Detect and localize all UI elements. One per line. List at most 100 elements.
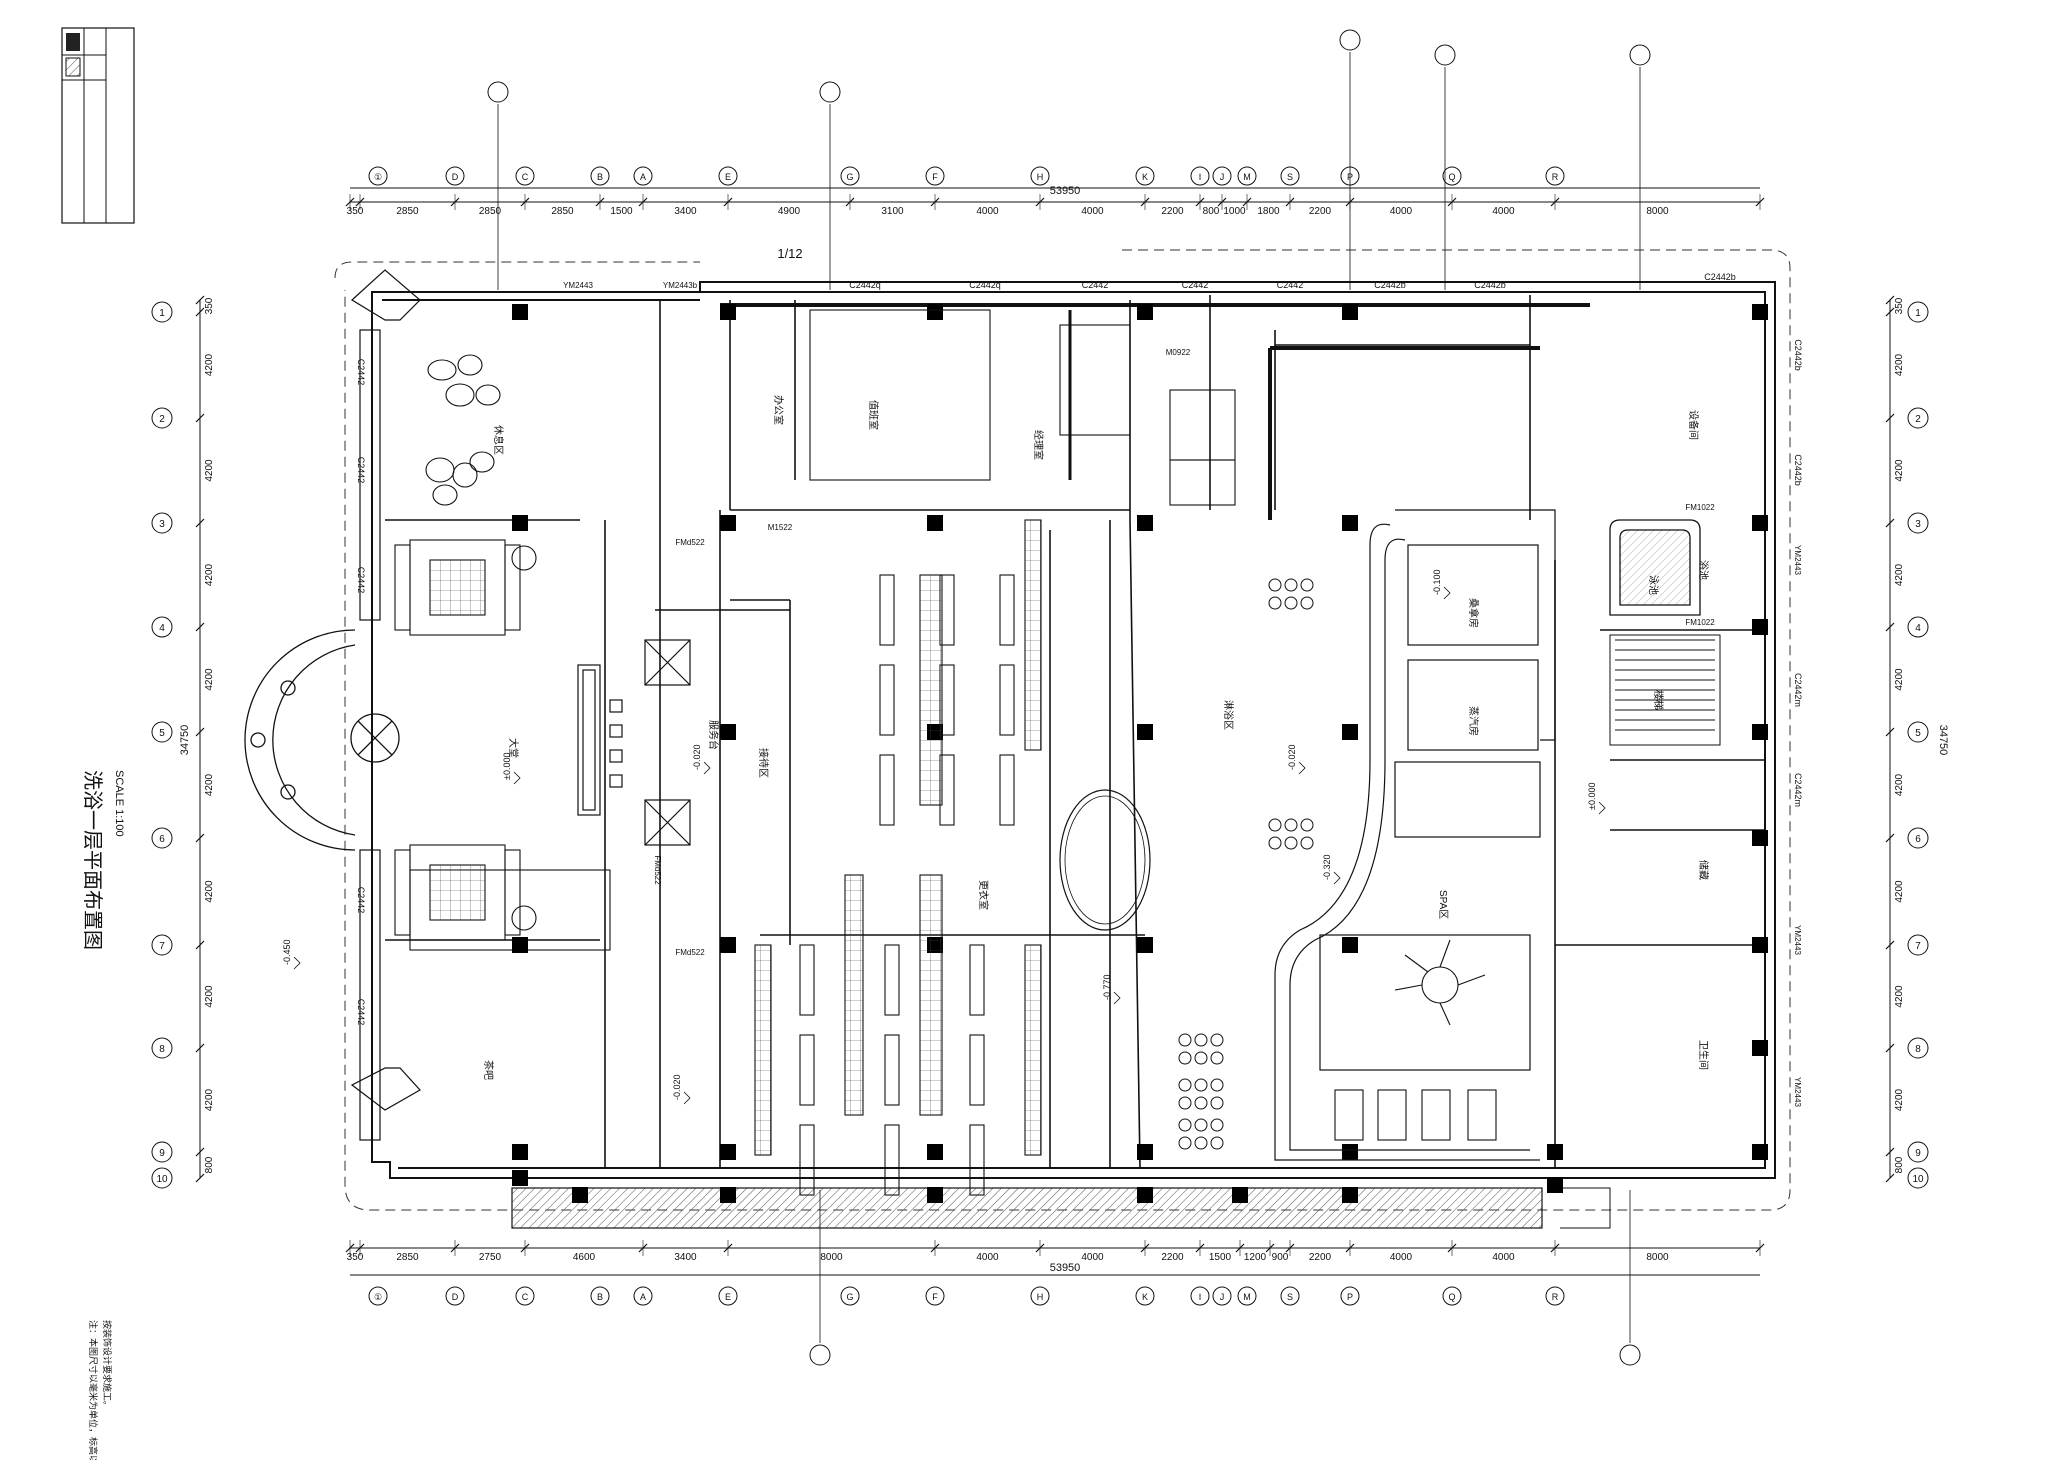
column (1752, 830, 1768, 846)
dimension-label: 4200 (1894, 985, 1905, 1008)
shower-head (1210, 1051, 1224, 1065)
axis-bubble-left (151, 934, 173, 956)
window-tag: C2442m (1793, 773, 1803, 807)
elevation-symbol (1298, 761, 1306, 775)
shower-head (1284, 578, 1298, 592)
axis-label-top: R (1552, 172, 1559, 182)
locker-bank (999, 574, 1015, 646)
axis-bubble-bottom (1135, 1286, 1155, 1306)
window-tag: C2442 (1277, 280, 1304, 290)
door-tag: YM2443 (1793, 1077, 1802, 1107)
room-office: 办公室 (772, 395, 785, 425)
axis-label-left: 9 (159, 1148, 165, 1159)
door-tag: M0922 (1166, 348, 1191, 357)
dimension-label: 4200 (1894, 353, 1905, 376)
axis-label-bottom: G (846, 1292, 853, 1302)
column (1137, 1187, 1153, 1203)
axis-label-bottom: M (1243, 1292, 1251, 1302)
elevation-symbol (1598, 801, 1606, 815)
locker-bank (969, 1124, 985, 1196)
column (512, 937, 528, 953)
door-tag: YM2443 (1793, 925, 1802, 955)
shower-head (1194, 1118, 1208, 1132)
dimension-tick (195, 1043, 205, 1053)
axis-label-right: 4 (1915, 623, 1921, 634)
detail-bubble (487, 81, 509, 103)
door-tag: FMd522 (653, 855, 662, 885)
window-tag: C2442 (356, 999, 366, 1026)
dimension-tick (1885, 1147, 1895, 1157)
sofa-set-top (394, 539, 537, 636)
axis-bubble-top (1280, 166, 1300, 186)
column (1342, 724, 1358, 740)
room-lounge: 休息区 (492, 425, 505, 455)
locker-bank (799, 1034, 815, 1106)
dimension-label: 4200 (204, 773, 215, 796)
dimension-label: 4200 (1894, 880, 1905, 903)
column (512, 304, 528, 320)
axis-label-right: 7 (1915, 941, 1921, 952)
dimension-label: 4600 (573, 1252, 596, 1263)
dimension-label: 4200 (1894, 563, 1905, 586)
dimension-label: 2850 (396, 206, 419, 217)
axis-label-right: 2 (1915, 414, 1921, 425)
lattice-panel (754, 944, 772, 1156)
axis-label-left: 3 (159, 519, 165, 530)
detail-bubble (1629, 44, 1651, 66)
dimension-label: 2200 (1161, 1252, 1184, 1263)
column (1137, 937, 1153, 953)
axis-bubble-right (1907, 721, 1929, 743)
room-wc: 卫生间 (1697, 1040, 1710, 1070)
column (1752, 1144, 1768, 1160)
column (1752, 619, 1768, 635)
office-block (809, 309, 1236, 506)
axis-bubble-top (1030, 166, 1050, 186)
hot-pool (1609, 519, 1701, 616)
dimension-label: 4200 (204, 353, 215, 376)
room-pool: 泳池 (1647, 575, 1660, 595)
window-tag: C2442b (1374, 280, 1406, 290)
dimension-label: 4200 (204, 880, 215, 903)
shower-head (1194, 1078, 1208, 1092)
axis-bubble-left (151, 616, 173, 638)
door-tag: FM1022 (1685, 618, 1715, 627)
column (720, 1187, 736, 1203)
dimension-tick (195, 727, 205, 737)
lattice-panel (919, 874, 943, 1116)
lattice-panel (1024, 944, 1042, 1156)
room-storage: 储藏 (1697, 860, 1710, 880)
shower-head (1178, 1136, 1192, 1150)
dimension-tick (195, 307, 205, 317)
dimension-label: 1200 (1244, 1252, 1267, 1263)
shower-head (1194, 1136, 1208, 1150)
axis-bubble-right (1907, 934, 1929, 956)
axis-bubble-right (1907, 616, 1929, 638)
plan-title: 洗浴一层平面布置图 (81, 770, 104, 950)
axis-bubble-bottom (1340, 1286, 1360, 1306)
overall-dim-right: 34750 (1937, 725, 1949, 756)
dimension-label: 8000 (1646, 1252, 1669, 1263)
window-tag: C2442 (356, 359, 366, 386)
elevation-mark: ±0.000 (1587, 783, 1597, 810)
dimension-tick (195, 940, 205, 950)
room-stair: 楼梯 (1652, 690, 1665, 710)
column (720, 724, 736, 740)
axis-label-right: 10 (1912, 1174, 1924, 1185)
axis-bubble-top (1135, 166, 1155, 186)
column (512, 1144, 528, 1160)
shower-stations (1178, 578, 1314, 1150)
axis-bubble-left (151, 407, 173, 429)
window-tag: C2442 (356, 457, 366, 484)
overall-dim-left: 34750 (179, 725, 191, 756)
axis-label-right: 3 (1915, 519, 1921, 530)
window-tag: C2442b (1793, 454, 1803, 486)
locker-bank (879, 754, 895, 826)
door-tag: M1522 (768, 523, 793, 532)
detail-bubble (819, 81, 841, 103)
column (1137, 304, 1153, 320)
axis-label-right: 1 (1915, 308, 1921, 319)
door-tag: FM1022 (1685, 503, 1715, 512)
column (1137, 1144, 1153, 1160)
locker-bank (799, 944, 815, 1016)
